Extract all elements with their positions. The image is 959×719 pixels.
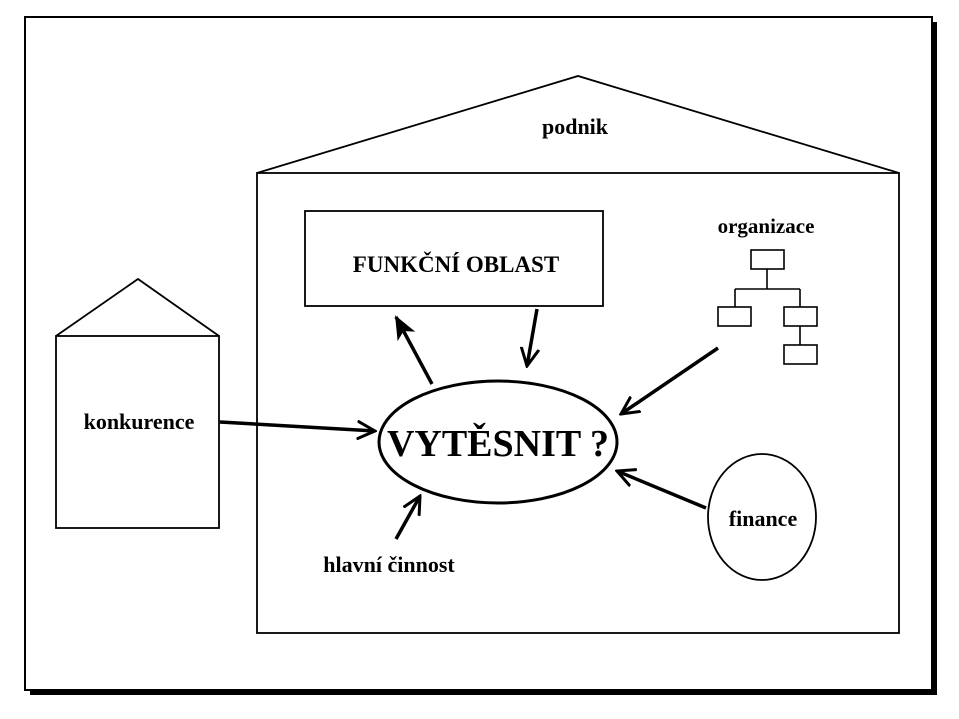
podnik-label: podnik: [542, 114, 609, 139]
podnik-house: [256, 75, 900, 634]
vytesnit-label: VYTĚSNIT ?: [387, 423, 609, 465]
org-chart-icon: [717, 249, 818, 365]
arrow-from-organizace: [621, 346, 719, 414]
funkcni-oblast-label: FUNKČNÍ OBLAST: [353, 251, 559, 277]
vytesnit-ellipse: [377, 379, 619, 505]
finance-label: finance: [729, 506, 798, 531]
arrows: [219, 308, 719, 540]
finance-circle: [707, 453, 817, 581]
konkurence-house: [55, 277, 220, 529]
funkcni-oblast-box: [304, 210, 604, 307]
arrow-from-funkcni-oblast: [527, 308, 537, 366]
arrow-to-funkcni-oblast: [394, 315, 434, 385]
konkurence-label: konkurence: [84, 409, 195, 434]
hlavni-cinnost-label: hlavní činnost: [323, 552, 455, 577]
arrow-from-hlavni-cinnost: [394, 496, 420, 540]
arrow-from-finance: [617, 471, 707, 510]
organizace-label: organizace: [718, 214, 815, 238]
outer-frame: [24, 16, 937, 695]
arrow-from-konkurence: [219, 422, 375, 431]
